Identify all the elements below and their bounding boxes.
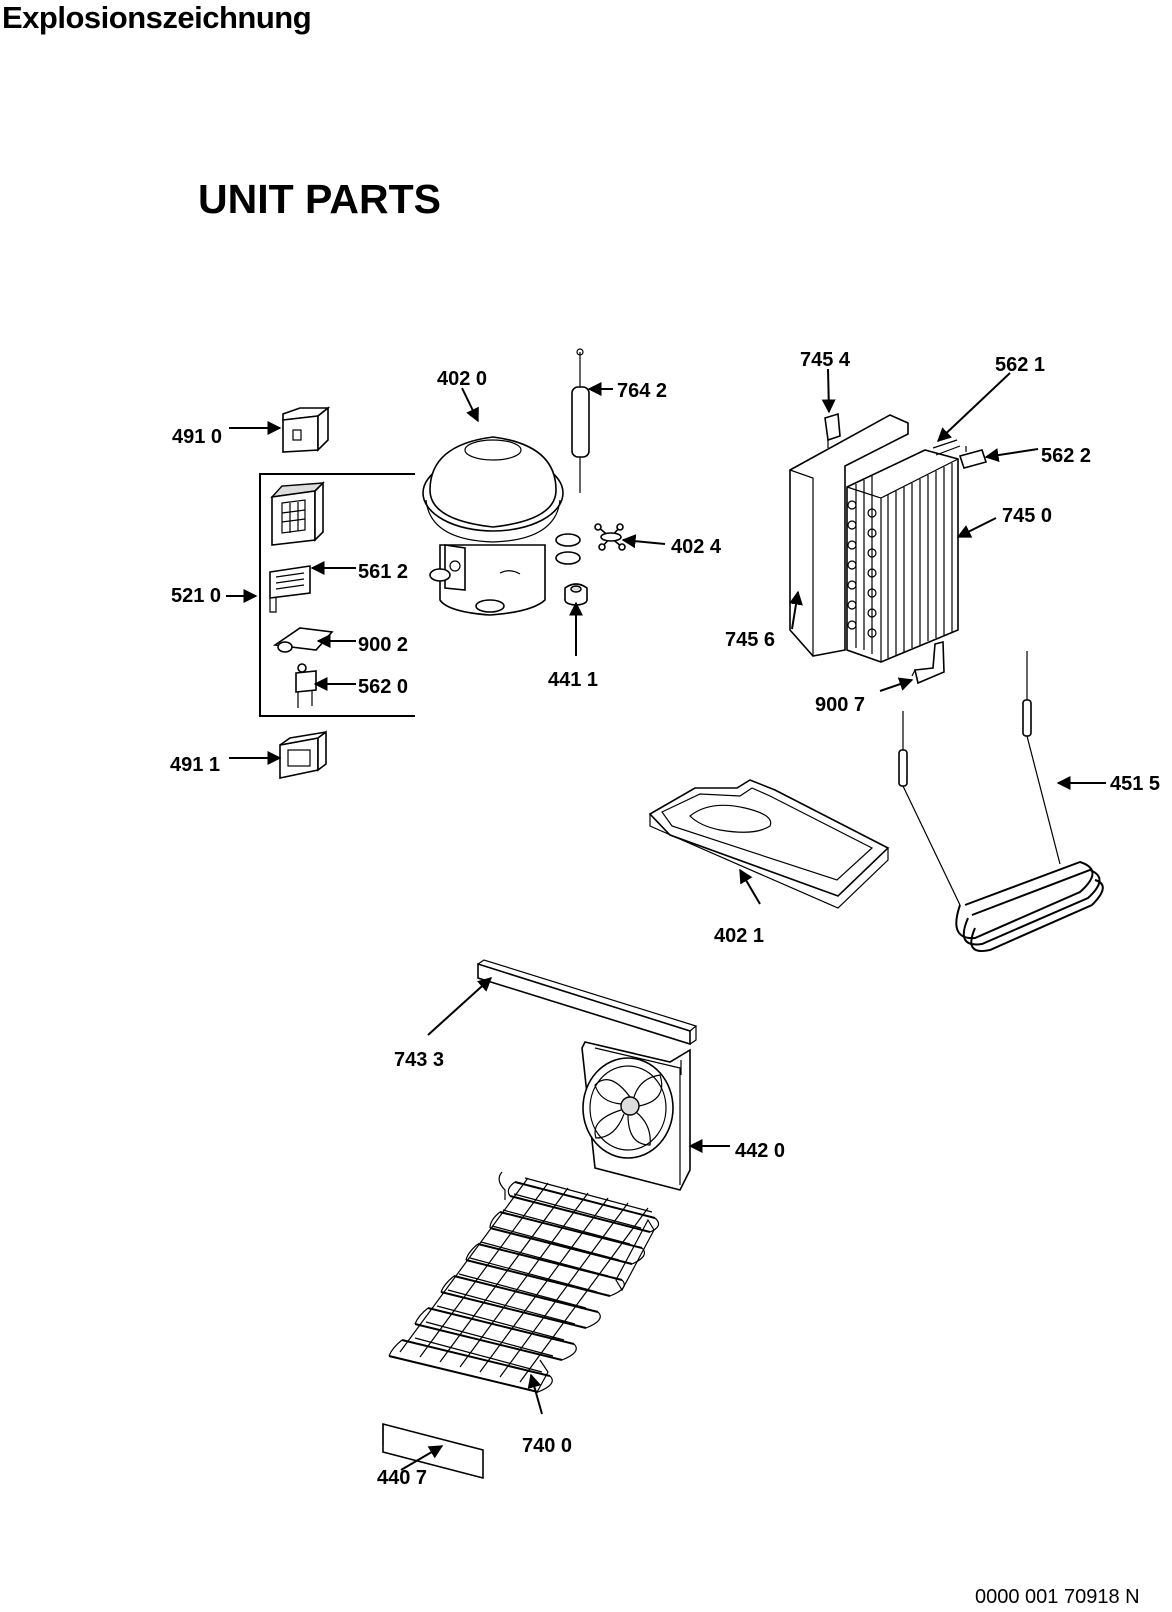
leader-lines	[226, 368, 1106, 1471]
label-7450: 745 0	[1002, 505, 1052, 527]
part-5210-starter	[270, 481, 325, 546]
part-7642-drier	[571, 348, 590, 493]
label-7456: 745 6	[725, 629, 775, 651]
part-7433-strip	[477, 959, 698, 1046]
label-7400: 740 0	[522, 1435, 572, 1457]
part-4911-clip	[279, 730, 327, 779]
label-4021: 402 1	[714, 925, 764, 947]
label-4515: 451 5	[1110, 773, 1160, 795]
part-7450-evaporator	[846, 439, 961, 663]
page-title: Explosionszeichnung	[2, 0, 312, 35]
label-9007: 900 7	[815, 694, 865, 716]
group-bracket-5210	[259, 473, 415, 717]
part-7454-clip	[824, 412, 841, 448]
label-5621: 562 1	[995, 354, 1045, 376]
label-4024: 402 4	[671, 536, 722, 558]
part-number-labels: 491 0 402 0 764 2 745 4 562 1 562 2 521 …	[170, 349, 1160, 1489]
part-4024-clip	[594, 523, 626, 551]
section-title: UNIT PARTS	[198, 176, 441, 222]
part-4411-grommet	[564, 583, 588, 606]
part-4910-clip	[282, 406, 331, 453]
label-7454: 745 4	[800, 349, 851, 371]
label-4910: 491 0	[172, 426, 222, 448]
label-7642: 764 2	[617, 380, 667, 402]
part-9007-clip	[911, 640, 945, 685]
label-4911: 491 1	[170, 754, 220, 776]
part-5620-overload	[295, 663, 317, 708]
part-7456-evap-housing	[789, 414, 909, 657]
label-5210: 521 0	[171, 585, 221, 607]
part-4021-drip-tray	[648, 779, 890, 909]
label-7433: 743 3	[394, 1049, 444, 1071]
label-4020: 402 0	[437, 368, 487, 390]
label-9002: 900 2	[358, 634, 408, 656]
document-code: 0000 001 70918 N	[975, 1586, 1140, 1608]
part-5612-relay	[269, 565, 311, 613]
label-5622: 562 2	[1041, 445, 1091, 467]
part-7400-condenser	[388, 1171, 660, 1395]
label-5612: 561 2	[358, 561, 408, 583]
label-4407: 440 7	[377, 1467, 427, 1489]
label-4411: 441 1	[548, 669, 598, 691]
part-5622-sensor	[958, 446, 988, 469]
label-4420: 442 0	[735, 1140, 785, 1162]
part-4020-compressor	[422, 436, 581, 616]
part-4515-heater	[898, 651, 1104, 952]
part-4420-fan	[581, 1041, 691, 1191]
label-5620: 562 0	[358, 676, 408, 698]
